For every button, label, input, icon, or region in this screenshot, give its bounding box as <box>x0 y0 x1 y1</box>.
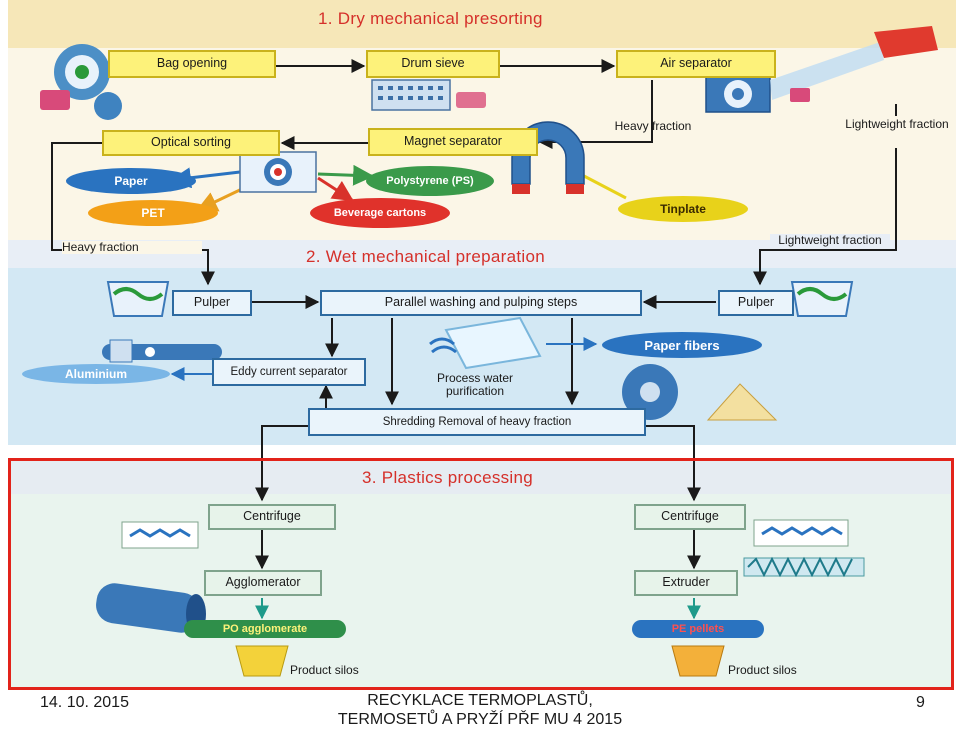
product-silo-right-icon <box>671 645 725 677</box>
aluminium-output: Aluminium <box>22 364 170 384</box>
bag-opening-icon <box>40 44 122 120</box>
product-silos-label-right: Product silos <box>728 663 797 677</box>
agglomerator-box: Agglomerator <box>204 570 322 596</box>
paper-fibers-output: Paper fibers <box>602 332 762 358</box>
paper-output: Paper <box>66 168 196 194</box>
process-water-label: Process water purification <box>436 371 514 398</box>
eddy-current-box: Eddy current separator <box>212 358 366 386</box>
section-title-wet: 2. Wet mechanical preparation <box>306 247 545 266</box>
optical-sorting-box: Optical sorting <box>102 130 280 156</box>
optical-sorter-icon <box>239 151 317 193</box>
section-title-plastics: 3. Plastics processing <box>362 468 534 487</box>
slide-page-number: 9 <box>916 694 925 711</box>
pulper-right-box: Pulper <box>718 290 794 316</box>
centrifuge-left-icon <box>121 521 199 549</box>
lightweight-fraction-label-top: Lightweight fraction <box>845 117 949 131</box>
plastics-processing-highlight-frame <box>8 458 954 690</box>
heavy-fraction-label-top: Heavy fraction <box>614 119 692 133</box>
pe-pellets-output: PE pellets <box>632 620 764 638</box>
bag-opening-box: Bag opening <box>108 50 276 78</box>
centrifuge-right-icon <box>753 519 849 547</box>
water-purification-icon <box>429 316 542 370</box>
extruder-screw-icon <box>743 556 865 578</box>
product-silo-left-icon <box>235 645 289 677</box>
eddy-current-icon <box>102 339 222 363</box>
slide-date: 14. 10. 2015 <box>40 694 129 711</box>
section-title-dry: 1. Dry mechanical presorting <box>318 9 543 28</box>
extruder-box: Extruder <box>634 570 738 596</box>
air-separator-icon <box>705 26 938 113</box>
centrifuge-right-box: Centrifuge <box>634 504 746 530</box>
slide-footer-title: RECYKLACE TERMOPLASTŮ, TERMOSETŮ A PRYŽÍ… <box>337 692 623 728</box>
lightweight-fraction-label-right: Lightweight fraction <box>770 234 890 247</box>
tinplate-output: Tinplate <box>618 196 748 222</box>
pet-output: PET <box>88 200 218 226</box>
magnet-separator-box: Magnet separator <box>368 128 538 156</box>
polystyrene-output: Polystyrene (PS) <box>366 166 494 196</box>
shredding-box: Shredding Removal of heavy fraction <box>308 408 646 436</box>
drum-sieve-box: Drum sieve <box>366 50 500 78</box>
parallel-washing-box: Parallel washing and pulping steps <box>320 290 642 316</box>
shredder-icon <box>622 364 778 421</box>
beverage-cartons-output: Beverage cartons <box>310 198 450 228</box>
plastics-processing-header-band <box>8 458 954 494</box>
product-silos-label-left: Product silos <box>290 663 359 677</box>
po-agglomerate-output: PO agglomerate <box>184 620 346 638</box>
drum-sieve-icon <box>371 79 486 111</box>
pulper-left-icon <box>106 281 170 317</box>
air-separator-box: Air separator <box>616 50 776 78</box>
heavy-fraction-label-left: Heavy fraction <box>62 241 202 254</box>
pulper-right-icon <box>790 281 854 317</box>
centrifuge-left-box: Centrifuge <box>208 504 336 530</box>
dry-presorting-header-band <box>8 0 956 48</box>
pulper-left-box: Pulper <box>172 290 252 316</box>
